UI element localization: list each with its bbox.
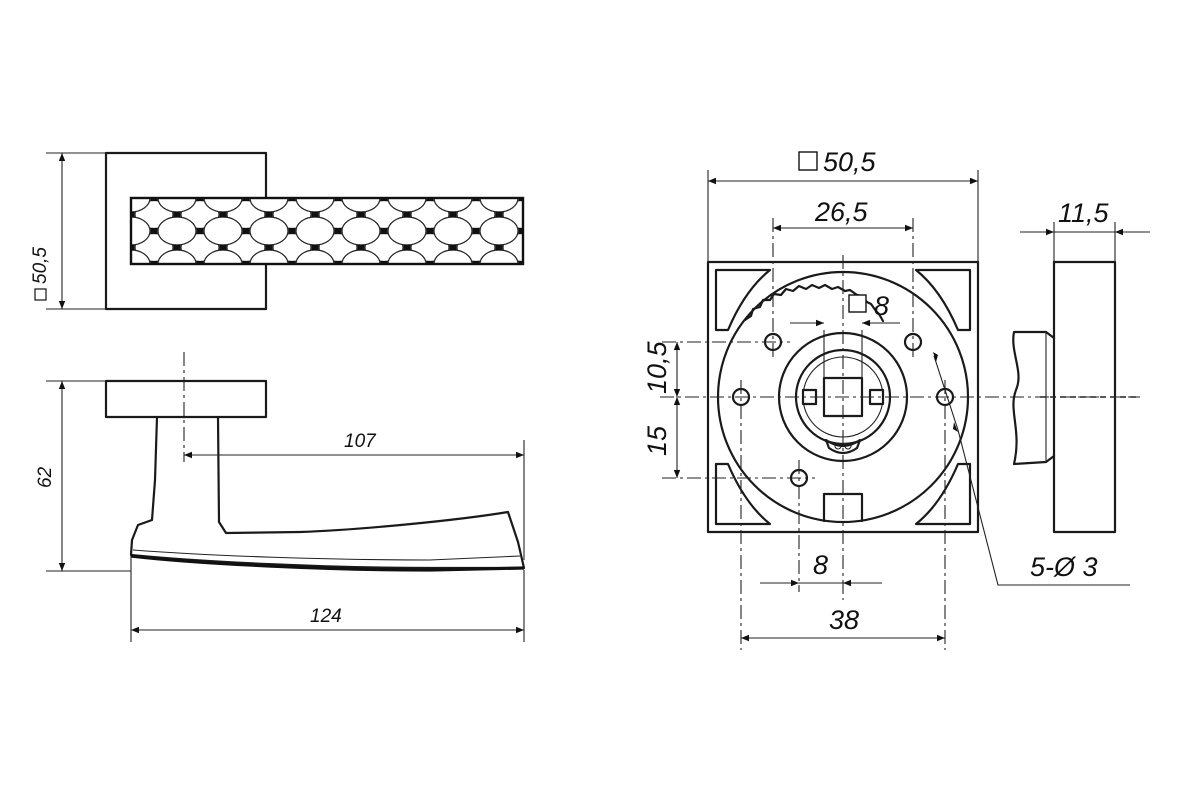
dim-hole-spacing-bottom: 38 [741,605,945,642]
return-spring [824,438,862,455]
rose-side-outline [104,379,268,419]
corner-cutout-bl [714,462,772,526]
svg-text:50,5: 50,5 [30,247,51,284]
dim-slot-width-label: 8 [813,550,828,580]
dim-rose-front: 50,5 [707,147,979,262]
dim-lever-height-label: 62 [35,466,56,488]
dim-hole-spacing-bottom-label: 38 [829,605,859,635]
dim-spindle-square: 8 [790,291,900,378]
dim-hole-spacing-top: 26,5 [773,197,913,232]
dim-vertical-offsets: 10,5 15 [642,340,681,478]
lever-bottom-edge [130,554,525,572]
rose-base-plate [660,218,1140,650]
lever-quilted-grip [129,196,525,266]
dim-vert-offset-2-label: 15 [642,425,672,456]
dim-lever-length-label: 124 [310,606,342,627]
lever-front-view: 50,5 [30,151,525,311]
dim-vert-offset-1-label: 10,5 [642,340,672,394]
dim-slot-width: 8 [760,550,882,587]
dim-rose-side-label: 50,5 [30,247,51,301]
dim-rose-thickness-label: 11,5 [1058,198,1110,228]
corner-cutout-tl [714,268,772,332]
corner-cutout-tr [914,268,972,332]
dim-holes: 5-Ø 3 [933,352,1130,586]
dim-holes-label: 5-Ø 3 [1030,552,1098,582]
spindle-stub [1012,330,1056,466]
dim-lever-reach-label: 107 [344,431,377,452]
lever-side-view: 62 107 124 [35,352,526,642]
dim-hole-spacing-top-label: 26,5 [814,197,869,227]
corner-cutout-br [914,462,972,526]
rose-side-view: 11,5 [1012,198,1150,534]
dim-rose-front-label: 50,5 [823,147,877,177]
dim-spindle-square-label: 8 [874,291,889,321]
lever-profile [129,415,526,570]
